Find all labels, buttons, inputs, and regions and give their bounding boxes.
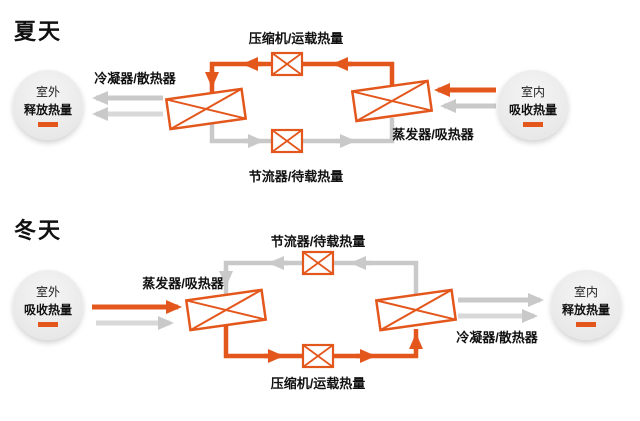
summer-throttle-box <box>270 128 304 154</box>
winter-circuit-svg <box>92 250 544 369</box>
winter-indoor-line2: 释放热量 <box>561 303 610 317</box>
summer-throttle-label: 节流器/待载热量 <box>248 169 344 184</box>
summer-indoor-line2: 吸收热量 <box>508 103 557 117</box>
winter-compressor-label: 压缩机/运载热量 <box>270 376 366 391</box>
winter-outdoor-heat-arrows <box>92 300 182 330</box>
summer-outdoor-line2: 释放热量 <box>23 103 72 117</box>
summer-evaporator-label: 蒸发器/吸热器 <box>392 127 474 142</box>
summer-indoor-heat-arrows <box>434 83 496 113</box>
summer-panel: 夏天 冷凝器/散热器 压缩机/运载热量 蒸发器/吸热器 节流器/待载热量 室外 … <box>0 0 640 205</box>
winter-indoor-circle: 室内 释放热量 <box>551 270 621 340</box>
winter-outdoor-line2: 吸收热量 <box>23 303 72 317</box>
winter-throttle-label: 节流器/待载热量 <box>270 234 366 249</box>
winter-condenser-label: 冷凝器/散热器 <box>456 330 538 345</box>
summer-title: 夏天 <box>14 19 63 44</box>
winter-throttle-box <box>301 250 335 276</box>
winter-indoor-heat-arrows <box>458 293 544 323</box>
summer-condenser-label: 冷凝器/散热器 <box>94 71 176 86</box>
winter-panel: 冬天 蒸发器/吸热器 节流器/待载热量 冷凝器/散热器 压缩机/运载热量 室外 … <box>0 205 640 421</box>
summer-outdoor-line1: 室外 <box>35 85 60 99</box>
heat-indicator-bar <box>523 122 543 127</box>
heat-indicator-bar <box>38 122 58 127</box>
winter-title: 冬天 <box>14 218 63 243</box>
winter-evaporator-exchanger <box>184 288 268 332</box>
summer-outdoor-heat-arrows <box>92 91 163 121</box>
summer-indoor-line1: 室内 <box>520 85 545 99</box>
winter-indoor-line1: 室内 <box>573 285 598 299</box>
heat-indicator-bar <box>576 322 596 327</box>
winter-outdoor-circle: 室外 吸收热量 <box>13 270 83 340</box>
summer-evaporator-exchanger <box>350 79 434 123</box>
heat-indicator-bar <box>38 322 58 327</box>
summer-compressor-box <box>270 51 304 77</box>
summer-compressor-label: 压缩机/运载热量 <box>248 31 344 46</box>
summer-outdoor-circle: 室外 释放热量 <box>13 70 83 140</box>
winter-outdoor-line1: 室外 <box>35 285 60 299</box>
winter-compressor-box <box>301 343 335 369</box>
summer-indoor-circle: 室内 吸收热量 <box>498 70 568 140</box>
summer-condenser-exchanger <box>164 87 248 131</box>
summer-circuit-svg <box>92 51 496 154</box>
winter-evaporator-label: 蒸发器/吸热器 <box>142 276 224 291</box>
winter-condenser-exchanger <box>374 288 458 332</box>
